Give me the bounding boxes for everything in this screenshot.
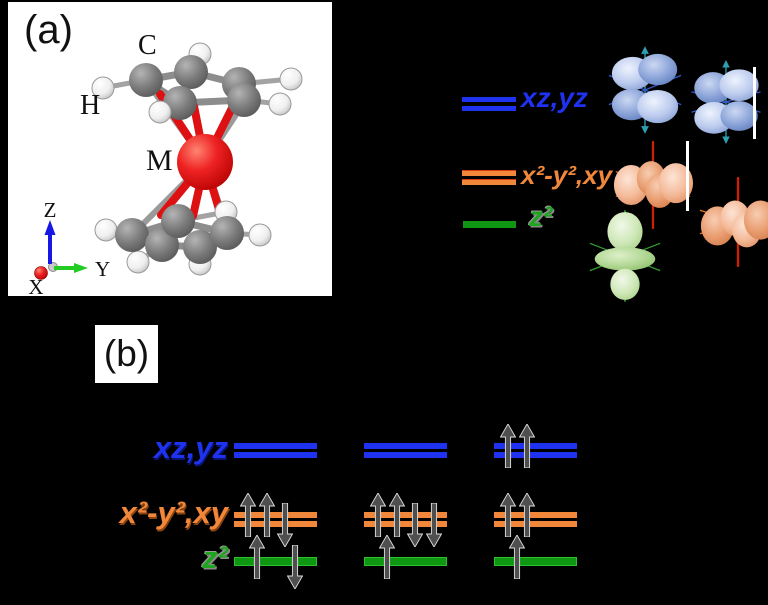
electron-up-arrow-x2y2_xy-col2 — [388, 492, 405, 537]
electron-down-arrow-x2y2_xy-col2 — [425, 502, 442, 547]
y-axis-arrowhead — [74, 263, 88, 273]
electron-up-arrow-x2y2_xy-col1 — [258, 492, 275, 537]
electron-up-arrow-z2-col3 — [509, 534, 525, 579]
top-ring-atoms — [91, 42, 303, 120]
level-line-z2 — [463, 221, 516, 228]
level-x2y2_xy-col3-line1 — [494, 512, 577, 518]
electron-down-arrow-z2-col1 — [287, 544, 303, 589]
level-label-xzyz: xz,yz — [521, 82, 588, 113]
x-axis-label: X — [28, 275, 43, 296]
level-xz_yz-col1-line1 — [234, 443, 317, 449]
panel-b-label-box: (b) — [95, 325, 158, 383]
dx2y2-orbital — [613, 141, 694, 229]
level-x2y2_xy-col3-line2 — [494, 521, 577, 527]
level-line-xzyz-2 — [462, 106, 516, 111]
panel-a-label: (a) — [24, 8, 73, 52]
level-label-x2y2xy: x²-y²,xy — [521, 160, 613, 190]
electron-up-arrow-x2y2_xy-col2 — [370, 492, 386, 537]
electron-up-arrow-xz_yz-col3 — [518, 423, 535, 468]
level-xz_yz-col3-line2 — [494, 452, 577, 458]
electron-up-arrow-x2y2_xy-col1 — [240, 492, 256, 537]
row-label-xzyz: xz,yz — [153, 430, 228, 465]
metal-atom — [177, 134, 233, 190]
level-xz_yz-col3-line1 — [494, 443, 577, 449]
dxy-orbital — [699, 177, 768, 267]
front-hydrogen — [148, 100, 172, 124]
separator-line-orange — [686, 141, 689, 211]
separator-line-blue — [753, 67, 756, 139]
y-axis-label: Y — [95, 257, 110, 281]
level-x2y2_xy-col1-line1 — [234, 512, 317, 518]
axes-widget: Z Y X — [28, 198, 110, 296]
electron-up-arrow-z2-col1 — [249, 534, 265, 579]
metal-label: M — [146, 144, 173, 177]
metallocene-structure: C H M Z Y X — [28, 30, 303, 296]
level-label-z2: z² — [529, 201, 553, 232]
level-z2-col2-line1 — [364, 557, 447, 566]
level-z2-col3-line1 — [494, 557, 577, 566]
level-x2y2_xy-col2-line2 — [364, 521, 447, 527]
row-label-z2: z² — [202, 540, 228, 575]
hydrogen-label: H — [80, 90, 100, 121]
dxz-orbital — [608, 46, 682, 134]
electron-up-arrow-x2y2_xy-col3 — [518, 492, 535, 537]
panel-b-label: (b) — [103, 333, 150, 374]
z-axis-arrowhead — [44, 220, 56, 235]
dyz-orbital — [691, 60, 761, 144]
x-axis-ball — [34, 266, 48, 280]
level-xz_yz-col2-line2 — [364, 452, 447, 458]
level-line-xzyz-1 — [462, 97, 516, 102]
level-x2y2_xy-col1-line2 — [234, 521, 317, 527]
level-x2y2_xy-col2-line1 — [364, 512, 447, 518]
electron-down-arrow-x2y2_xy-col2 — [407, 502, 423, 547]
row-label-x2y2xy: x²-y²,xy — [119, 495, 228, 530]
dz2-orbital — [589, 210, 661, 302]
bottom-ring-atoms — [94, 200, 272, 276]
panel-a: C H M Z Y X (a) — [8, 2, 332, 296]
level-line-x2y2xy-1 — [462, 170, 516, 176]
carbon-label: C — [138, 30, 157, 61]
electron-up-arrow-z2-col2 — [379, 534, 395, 579]
electron-down-arrow-x2y2_xy-col1 — [277, 502, 293, 547]
z-axis-label: Z — [44, 198, 57, 222]
level-xz_yz-col1-line2 — [234, 452, 317, 458]
level-z2-col1-line1 — [234, 557, 317, 566]
electron-up-arrow-xz_yz-col3 — [500, 423, 516, 468]
electron-up-arrow-x2y2_xy-col3 — [500, 492, 516, 537]
level-line-x2y2xy-2 — [462, 179, 516, 185]
level-xz_yz-col2-line1 — [364, 443, 447, 449]
